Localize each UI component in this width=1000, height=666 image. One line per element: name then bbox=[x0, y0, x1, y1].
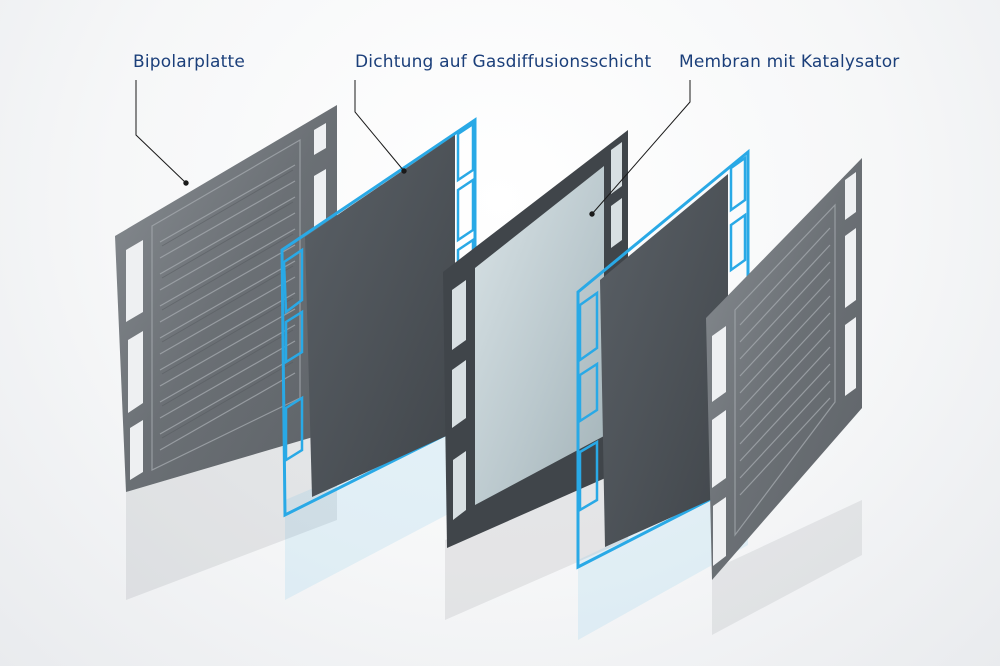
bipolar-plate-right bbox=[706, 158, 862, 635]
membrane-catalyst bbox=[443, 130, 628, 620]
